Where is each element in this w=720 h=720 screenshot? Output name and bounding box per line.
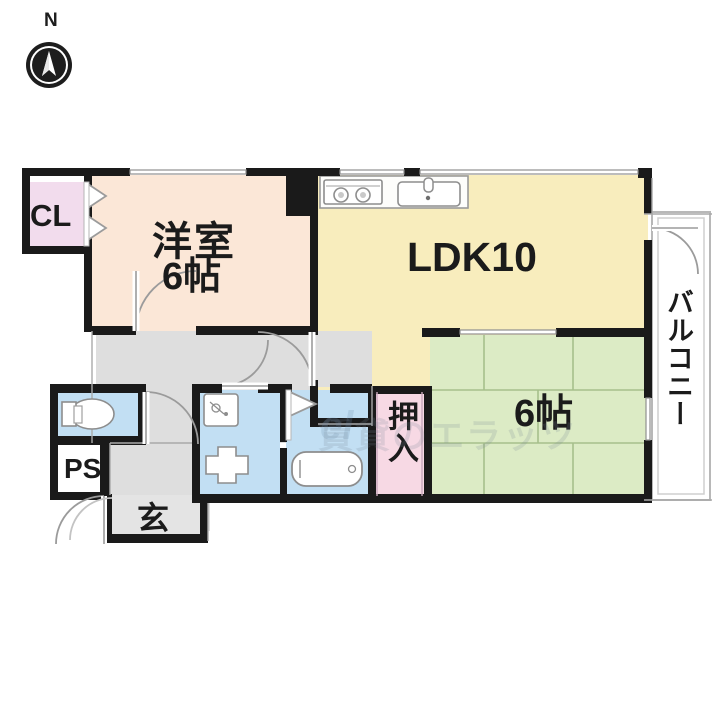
wall-toilet-bottom xyxy=(50,436,146,445)
wall-western-ldk-top xyxy=(286,168,318,216)
wall-top-ldk-c xyxy=(638,168,652,178)
entrance-label: 玄 xyxy=(137,500,170,536)
balcony-inner-line xyxy=(657,217,705,495)
wall-wet-mid-b xyxy=(280,448,287,500)
wall-oshiire-left xyxy=(368,386,376,498)
kitchen-sink-icon xyxy=(397,177,461,207)
toilet-door[interactable] xyxy=(142,391,199,445)
entrance-door[interactable] xyxy=(55,495,113,545)
wall-top-left xyxy=(22,168,84,176)
window-ldk-top-b xyxy=(419,169,639,175)
window-western-top xyxy=(129,169,247,175)
washbasin-icon xyxy=(203,393,239,427)
wall-ldk-bottom xyxy=(310,418,376,427)
ldk-label: LDK10 xyxy=(407,234,537,280)
wall-ldk-tatami-top-b xyxy=(556,328,648,337)
pipe-shaft-label: PS xyxy=(64,453,102,484)
fixtures xyxy=(61,177,461,487)
oshiire-label: 押入 xyxy=(383,400,418,464)
wall-ps-left xyxy=(50,444,58,500)
ldk-corridor-door[interactable] xyxy=(257,331,316,387)
wall-ldk-right-b xyxy=(644,240,652,336)
closet-label: CL xyxy=(30,198,72,233)
wall-oshiire-right xyxy=(424,386,432,498)
pipe-shaft-fill xyxy=(58,449,108,493)
window-tatami-right xyxy=(645,397,651,441)
western-room-label: 洋室 xyxy=(152,220,236,264)
wall-wet-top-a xyxy=(192,384,222,393)
wall-western-bottom-a xyxy=(92,326,136,335)
walls xyxy=(22,168,652,543)
gas-stove-icon xyxy=(323,179,383,205)
wall-western-ldk-vert xyxy=(310,216,318,334)
wall-toilet-right xyxy=(138,384,146,444)
wall-tatami-right-b xyxy=(644,440,652,502)
window-ldk-top-a xyxy=(339,169,405,175)
wall-closet-bottom xyxy=(22,246,92,254)
wall-genkan-right xyxy=(200,494,208,542)
bathtub-icon xyxy=(291,451,363,487)
western-room-door[interactable] xyxy=(132,270,197,332)
wall-top-ldk-b xyxy=(404,168,420,176)
wall-toilet-left xyxy=(50,384,58,444)
wall-wet-mid xyxy=(280,392,287,442)
wall-wet-top-b xyxy=(258,384,292,393)
compass-label: N xyxy=(44,10,58,31)
washroom-door[interactable] xyxy=(221,339,269,390)
compass-north-icon xyxy=(26,42,72,88)
wall-corridor-left-upper xyxy=(84,254,92,332)
balcony-door[interactable] xyxy=(651,225,699,275)
wall-western-bottom-b xyxy=(196,326,318,335)
tatami-mat-lines xyxy=(430,335,646,500)
doors[interactable] xyxy=(55,181,699,545)
thin-lines xyxy=(91,178,712,541)
tatami-room-label: 6帖 xyxy=(514,393,574,435)
wall-genkan-bottom xyxy=(104,534,208,543)
wall-closet-left xyxy=(22,168,30,254)
wall-wet-left xyxy=(192,384,200,502)
washing-machine-space-icon xyxy=(205,446,249,484)
bathroom-door[interactable] xyxy=(285,389,319,441)
western-room-size-label: 6帖 xyxy=(162,256,222,298)
wall-ldk-right-a xyxy=(644,176,652,214)
wall-top-western-b xyxy=(246,168,312,176)
wall-tatami-right-a xyxy=(644,336,652,398)
wall-wet-top-c xyxy=(330,384,372,393)
wall-tatami-bottom xyxy=(368,494,652,503)
wall-ldk-tatami-top-a xyxy=(422,328,460,337)
wall-ps-bottom xyxy=(50,492,108,500)
partition-ldk-tatami xyxy=(459,329,557,335)
closet-fill xyxy=(22,182,84,246)
toilet-icon xyxy=(61,398,115,430)
oshiire-door[interactable] xyxy=(376,392,423,496)
room-fills xyxy=(22,175,711,541)
genkan-fill xyxy=(112,495,200,541)
corridor-fill-3 xyxy=(312,331,372,387)
oshiire-fill xyxy=(375,390,430,500)
balcony-label: バルコニー xyxy=(663,288,693,428)
wall-oshiire-top xyxy=(368,386,432,394)
wall-toilet-top xyxy=(50,384,146,393)
balcony-fill xyxy=(651,211,711,501)
wall-top-ldk-a xyxy=(318,168,340,176)
wall-corridor-right xyxy=(104,444,110,496)
wall-top-western-a xyxy=(84,168,130,176)
western-room-fill xyxy=(84,175,312,331)
wall-genkan-left xyxy=(104,494,112,542)
closet-door[interactable] xyxy=(83,181,108,247)
